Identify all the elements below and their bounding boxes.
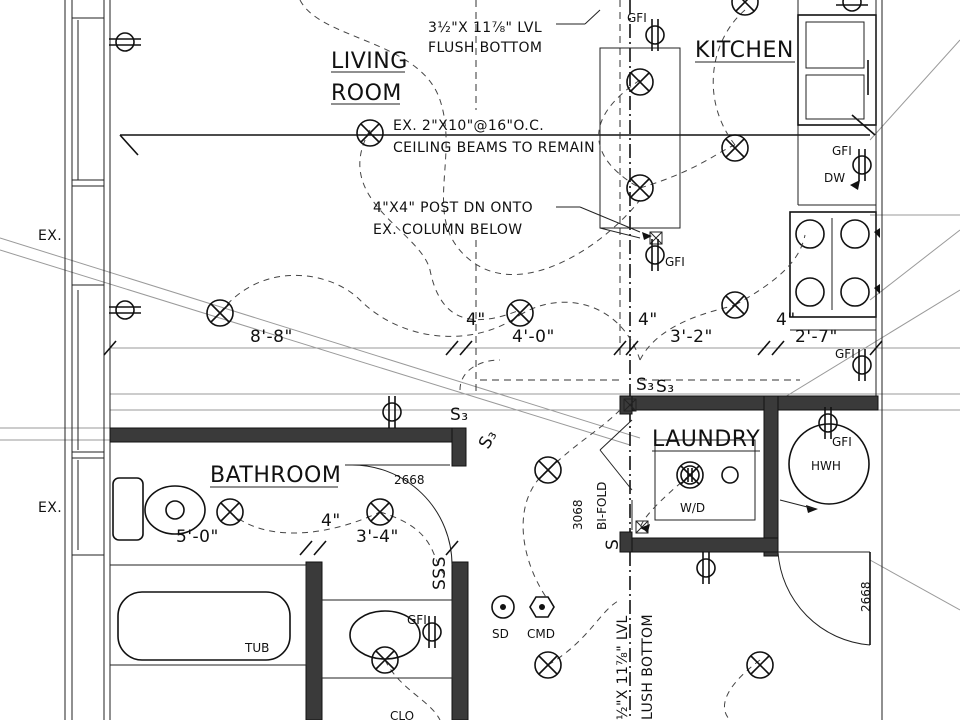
light-fixture-icon xyxy=(721,291,749,319)
outlet-icon xyxy=(645,18,665,52)
light-fixture-icon xyxy=(534,651,562,679)
outlet-icon xyxy=(382,395,402,429)
fixture-label-wd: W/D xyxy=(680,501,705,515)
gfi-labels: GFI GFI GFI GFI GFI GFI xyxy=(407,11,855,627)
light-fixture-icon xyxy=(216,498,244,526)
gfi-label: GFI xyxy=(627,11,647,25)
exhaust-fan-icon xyxy=(165,500,185,520)
light-fixture-icon xyxy=(731,0,759,16)
dryer-outlet-icon xyxy=(721,466,739,484)
switch-label: S₃ xyxy=(450,405,469,425)
fixture-label-sd: SD xyxy=(492,627,509,641)
door-tags: 2668 3068 BI-FOLD 2668 xyxy=(394,473,873,612)
note-lvl-bottom: ½"X 11⅞" LVL xyxy=(615,615,631,720)
switch-label: S xyxy=(603,539,623,550)
gfi-label: GFI xyxy=(665,255,685,269)
switch-label: S₃ xyxy=(656,377,675,397)
dimension-label: 4" xyxy=(776,310,796,330)
dimension-label: 2'-7" xyxy=(795,327,838,347)
light-fixture-icon xyxy=(206,299,234,327)
exterior-label: EX. xyxy=(38,228,62,244)
note-beams: EX. 2"X10"@16"O.C. xyxy=(393,118,544,134)
room-label-living-2: ROOM xyxy=(331,81,402,106)
lvl-beam xyxy=(475,0,800,720)
detectors xyxy=(491,595,555,619)
fixture-label-tub: TUB xyxy=(244,641,269,655)
fixture-label-clo: CLO xyxy=(390,709,414,720)
laundry-interior xyxy=(599,231,756,534)
gfi-label: GFI xyxy=(835,347,855,361)
light-fixture-icon xyxy=(626,174,654,202)
dimension-label: 3'-2" xyxy=(670,327,713,347)
light-fixture-icon xyxy=(371,646,399,674)
light-fixture-icon xyxy=(366,498,394,526)
arrow-marks xyxy=(640,180,880,532)
outlet-icon xyxy=(835,0,869,12)
light-fixture-icon xyxy=(721,134,749,162)
annotation-notes: 3½"X 11⅞" LVL FLUSH BOTTOM EX. 2"X10"@16… xyxy=(38,9,656,720)
door-tag-bifold: BI-FOLD xyxy=(595,482,609,530)
smoke-detector-icon xyxy=(491,595,515,619)
gfi-label: GFI xyxy=(832,144,852,158)
fixture-label-cmd: CMD xyxy=(527,627,555,641)
fixture-label-dw: DW xyxy=(824,171,845,185)
hall-door xyxy=(777,423,871,646)
fixture-labels: TUB W/D HWH DW SD CMD CLO xyxy=(244,171,845,720)
note-lvl-top: 3½"X 11⅞" LVL xyxy=(428,20,542,36)
reference-lines xyxy=(0,39,960,611)
dimension-label: 4" xyxy=(321,511,341,531)
dimension-label: 4" xyxy=(638,310,658,330)
door-tag-hall: 2668 xyxy=(859,581,873,612)
kitchen-appliances xyxy=(789,0,883,720)
note-beams-2: CEILING BEAMS TO REMAIN xyxy=(393,140,595,156)
outlet-icon xyxy=(852,148,872,182)
fixture-label-hwh: HWH xyxy=(811,459,841,473)
exterior-label-2: EX. xyxy=(38,500,62,516)
exterior-wall xyxy=(64,0,111,720)
room-labels: LIVING ROOM KITCHEN BATHROOM LAUNDRY xyxy=(210,38,795,488)
switch-label: S₃ xyxy=(475,426,502,452)
room-label-living: LIVING xyxy=(331,49,408,74)
door-tag-laundry: 3068 xyxy=(571,499,585,530)
dimension-label: 4'-0" xyxy=(512,327,555,347)
gfi-label: GFI xyxy=(832,435,852,449)
note-post-2: EX. COLUMN BELOW xyxy=(373,222,523,238)
room-label-bathroom: BATHROOM xyxy=(210,463,341,488)
interior-walls xyxy=(109,395,879,720)
outlet-icon xyxy=(108,300,142,320)
outlets xyxy=(108,0,872,649)
gfi-label: GFI xyxy=(407,613,427,627)
door-tag-bath: 2668 xyxy=(394,473,425,487)
light-fixture-icon xyxy=(356,119,384,147)
note-lvl-bottom-2: LUSH BOTTOM xyxy=(640,614,656,720)
dimension-label: 3'-4" xyxy=(356,527,399,547)
outlet-icon xyxy=(108,32,142,52)
outlet-icon xyxy=(696,551,716,585)
note-lvl-top-2: FLUSH BOTTOM xyxy=(428,40,542,56)
dimension-label: 4" xyxy=(466,310,486,330)
room-label-laundry: LAUNDRY xyxy=(652,427,760,452)
light-fixture-icon xyxy=(534,456,562,484)
note-post: 4"X4" POST DN ONTO xyxy=(373,200,533,216)
dimension-label: 5'-0" xyxy=(176,527,219,547)
light-fixture-icon xyxy=(626,68,654,96)
light-fixture-icon xyxy=(746,651,774,679)
co-detector-icon xyxy=(529,596,555,618)
switch-label: SSS xyxy=(430,556,450,590)
switch-label: S₃ xyxy=(636,375,655,395)
dimension-label: 8'-8" xyxy=(250,327,293,347)
bathroom-fixtures xyxy=(109,464,453,679)
room-label-kitchen: KITCHEN xyxy=(695,38,794,63)
dimension-labels: 8'-8" 4" 4'-0" 4" 3'-2" 4" 2'-7" 5'-0" 4… xyxy=(176,310,838,547)
